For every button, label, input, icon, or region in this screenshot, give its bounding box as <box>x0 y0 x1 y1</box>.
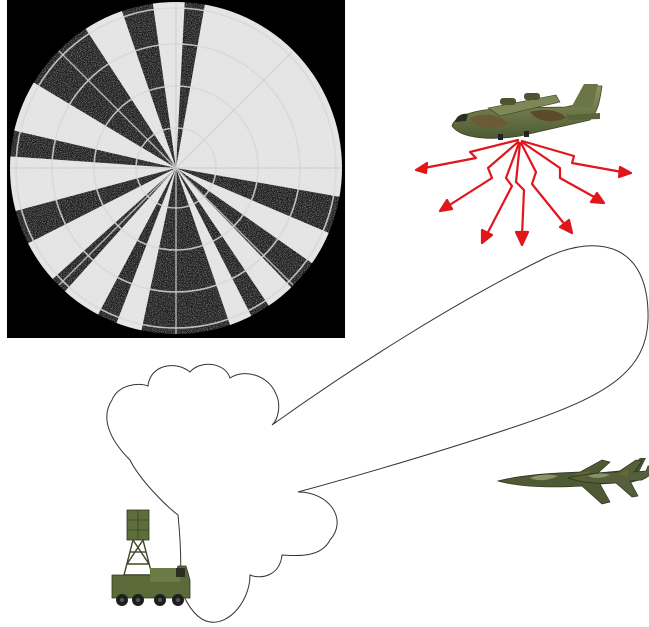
transport-aircraft-icon <box>452 84 602 140</box>
emission-arrowhead <box>591 193 604 203</box>
fighter-jets <box>498 458 649 504</box>
emission-arrowhead <box>440 200 452 211</box>
emission-arrowhead <box>416 163 427 173</box>
fighter-jet-icon <box>568 460 649 497</box>
emission-arrowhead <box>482 230 492 243</box>
ppi-radar-display <box>1 0 351 339</box>
emission-arrows-icon <box>416 140 631 245</box>
ground-radar <box>112 510 190 606</box>
emission-arrowhead <box>516 232 528 245</box>
radar-truck-icon <box>112 510 190 606</box>
emission-arrowhead <box>619 167 631 177</box>
jammer-aircraft <box>452 84 602 140</box>
bearing-lines <box>10 2 342 334</box>
